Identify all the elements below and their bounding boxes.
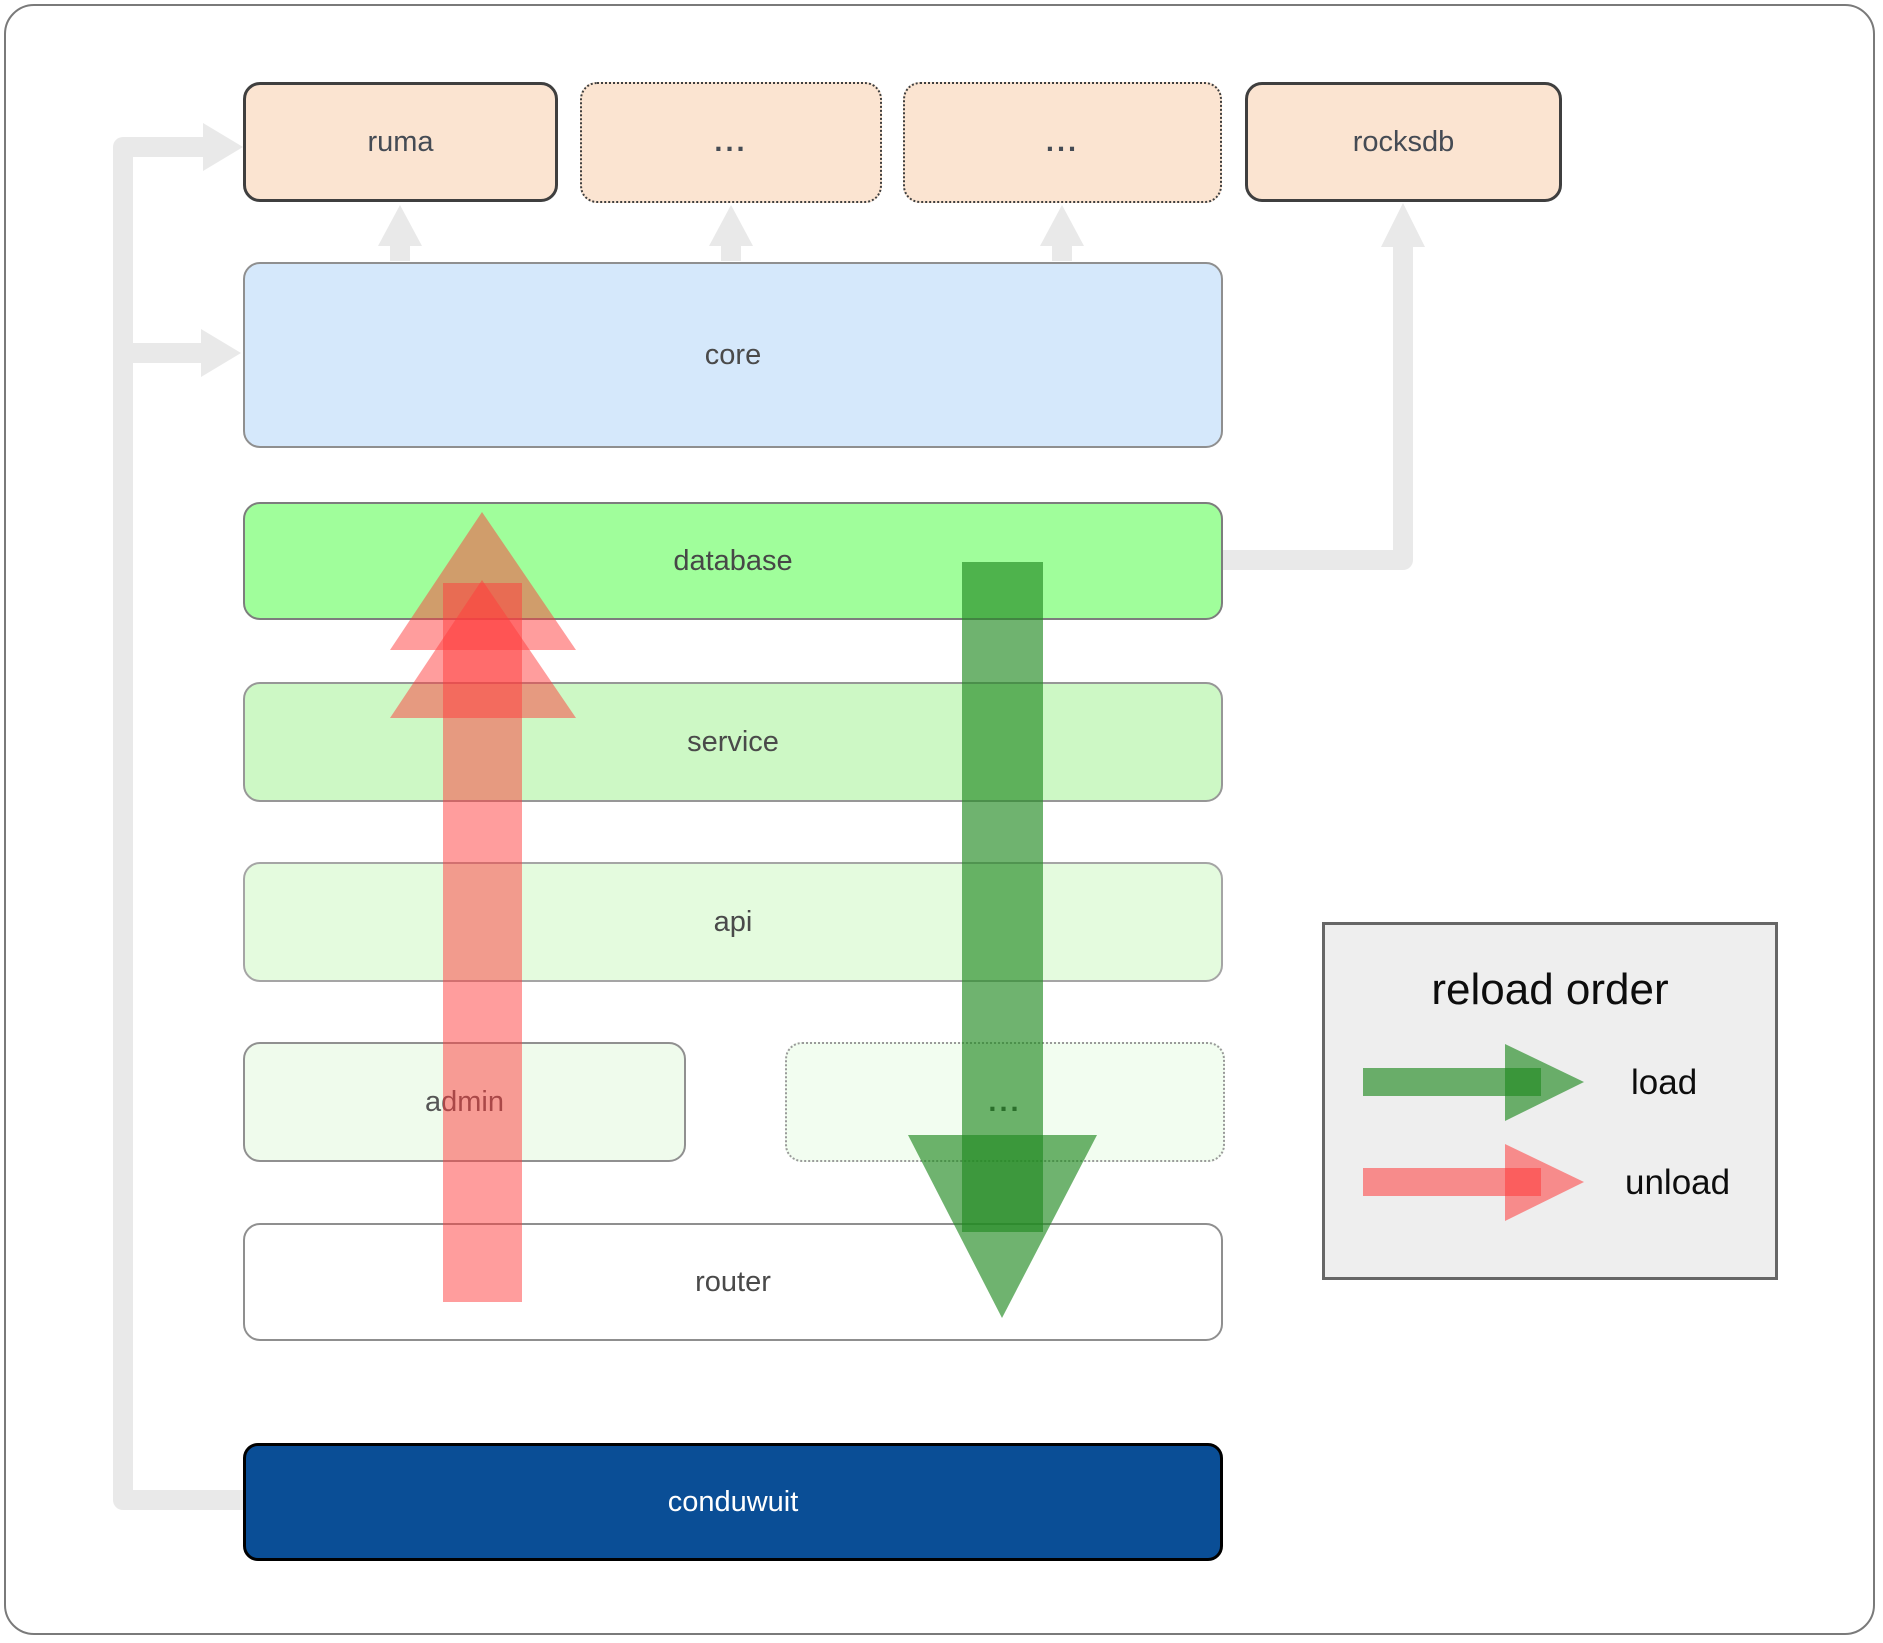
node-external-ellipsis-1: ...	[580, 82, 882, 203]
node-admin-label: admin	[425, 1085, 504, 1118]
node-rocksdb-label: rocksdb	[1352, 125, 1455, 158]
node-database: database	[243, 502, 1223, 620]
node-rocksdb: rocksdb	[1245, 82, 1562, 202]
node-api: api	[243, 862, 1223, 982]
node-database-label: database	[673, 544, 793, 577]
legend-reload-order: reload order load unload	[1322, 922, 1778, 1280]
ellipsis-label: ...	[988, 1085, 1022, 1118]
node-service-label: service	[687, 725, 779, 758]
node-core-label: core	[704, 338, 762, 371]
ellipsis-label: ...	[1045, 126, 1080, 158]
node-router-label: router	[695, 1265, 771, 1298]
outer-frame	[4, 4, 1875, 1635]
node-ruma: ruma	[243, 82, 558, 202]
ellipsis-label: ...	[714, 126, 748, 158]
node-router: router	[243, 1223, 1223, 1341]
legend-unload-label: unload	[1625, 1163, 1731, 1202]
node-admin: admin	[243, 1042, 686, 1162]
node-conduwuit-label: conduwuit	[667, 1485, 799, 1518]
node-api-label: api	[713, 905, 753, 938]
node-ruma-label: ruma	[367, 125, 434, 158]
node-conduwuit: conduwuit	[243, 1443, 1223, 1561]
node-service: service	[243, 682, 1223, 802]
legend-load-label: load	[1631, 1063, 1698, 1102]
legend-title: reload order	[1431, 965, 1669, 1014]
node-external-ellipsis-2: ...	[903, 82, 1222, 203]
node-admin-ellipsis: ...	[785, 1042, 1225, 1162]
node-core: core	[243, 262, 1223, 448]
